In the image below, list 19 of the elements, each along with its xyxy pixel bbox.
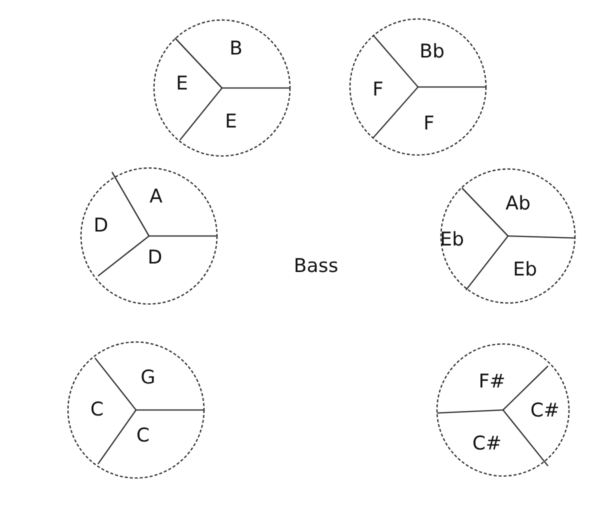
note-name: D xyxy=(94,216,108,236)
note-name: Bb xyxy=(419,42,445,62)
note-name: Ab xyxy=(505,194,531,214)
note-name: F# xyxy=(478,372,506,392)
note-name: C xyxy=(136,426,150,446)
note-name: D xyxy=(148,248,162,268)
note-name: G xyxy=(140,368,156,388)
note-name: E xyxy=(176,74,188,94)
note-name: F xyxy=(424,114,434,134)
note-name: C# xyxy=(530,402,560,420)
note-name: A xyxy=(150,188,162,206)
note-name: C xyxy=(90,400,104,420)
note-name: F xyxy=(372,80,384,100)
note-name: Eb xyxy=(512,260,538,280)
note-name: E xyxy=(225,112,237,132)
center-label: Bass xyxy=(294,255,338,277)
note-name: C# xyxy=(472,434,502,454)
note-name: B xyxy=(229,40,243,58)
note-name: Eb xyxy=(440,230,464,250)
